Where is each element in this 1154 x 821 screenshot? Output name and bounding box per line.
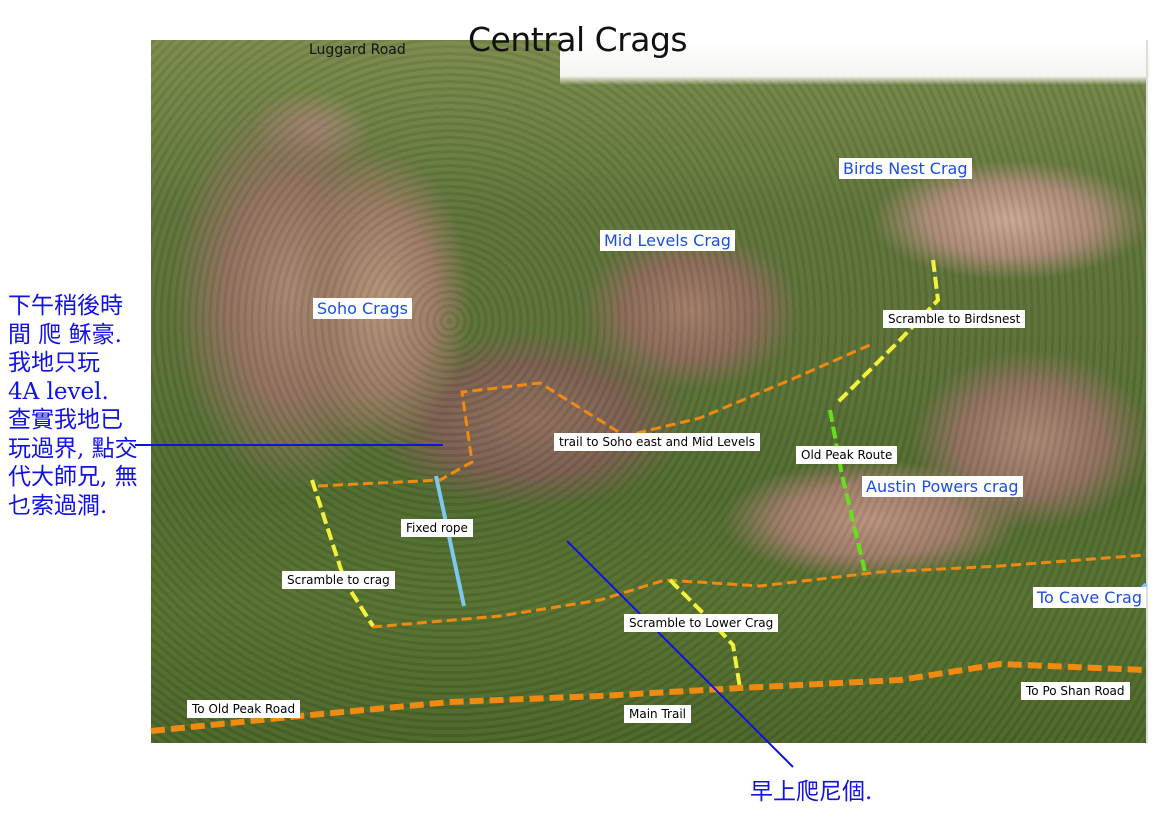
scramble-crag-line [310,479,375,628]
main-trail-label: Main Trail [624,705,691,723]
divider [1146,40,1148,743]
morning-note: 早上爬尼個. [750,779,873,805]
mid-levels-crag-label: Mid Levels Crag [600,230,735,251]
main-trail-line [150,660,1147,734]
afternoon-note: 下午稍後時間 爬 稣豪. 我地只玩 4A level. 查實我地已玩過界, 點交… [8,293,138,519]
birds-nest-crag-label: Birds Nest Crag [839,158,972,179]
scramble-lower-label: Scramble to Lower Crag [624,614,779,632]
soho-crags-label: Soho Crags [313,298,413,319]
road-label: Luggard Road [309,42,406,58]
sky [560,40,1150,85]
crag-photo [151,40,1146,743]
austin-powers-crag-label: Austin Powers crag [862,476,1023,497]
fixed-rope-label: Fixed rope [401,519,473,537]
old-peak-route-label: Old Peak Route [796,446,898,464]
morning-pointer-line [566,540,794,768]
upper-trail-line [317,343,871,488]
page-title: Central Crags [468,20,688,59]
scramble-crag-label: Scramble to crag [282,571,395,589]
trail-soho-label: trail to Soho east and Mid Levels [554,433,761,451]
cave-crag-label: To Cave Crag [1033,587,1147,608]
po-shan-road-label: To Po Shan Road [1021,682,1130,700]
scramble-lower-line [668,578,742,689]
old-peak-road-label: To Old Peak Road [187,700,301,718]
lower-trail-line [371,553,1147,629]
fixed-rope-line [434,475,466,607]
scramble-birdsnest-line [836,259,941,404]
scramble-birdsnest-label: Scramble to Birdsnest [883,310,1026,328]
old-peak-route-line [828,409,868,577]
